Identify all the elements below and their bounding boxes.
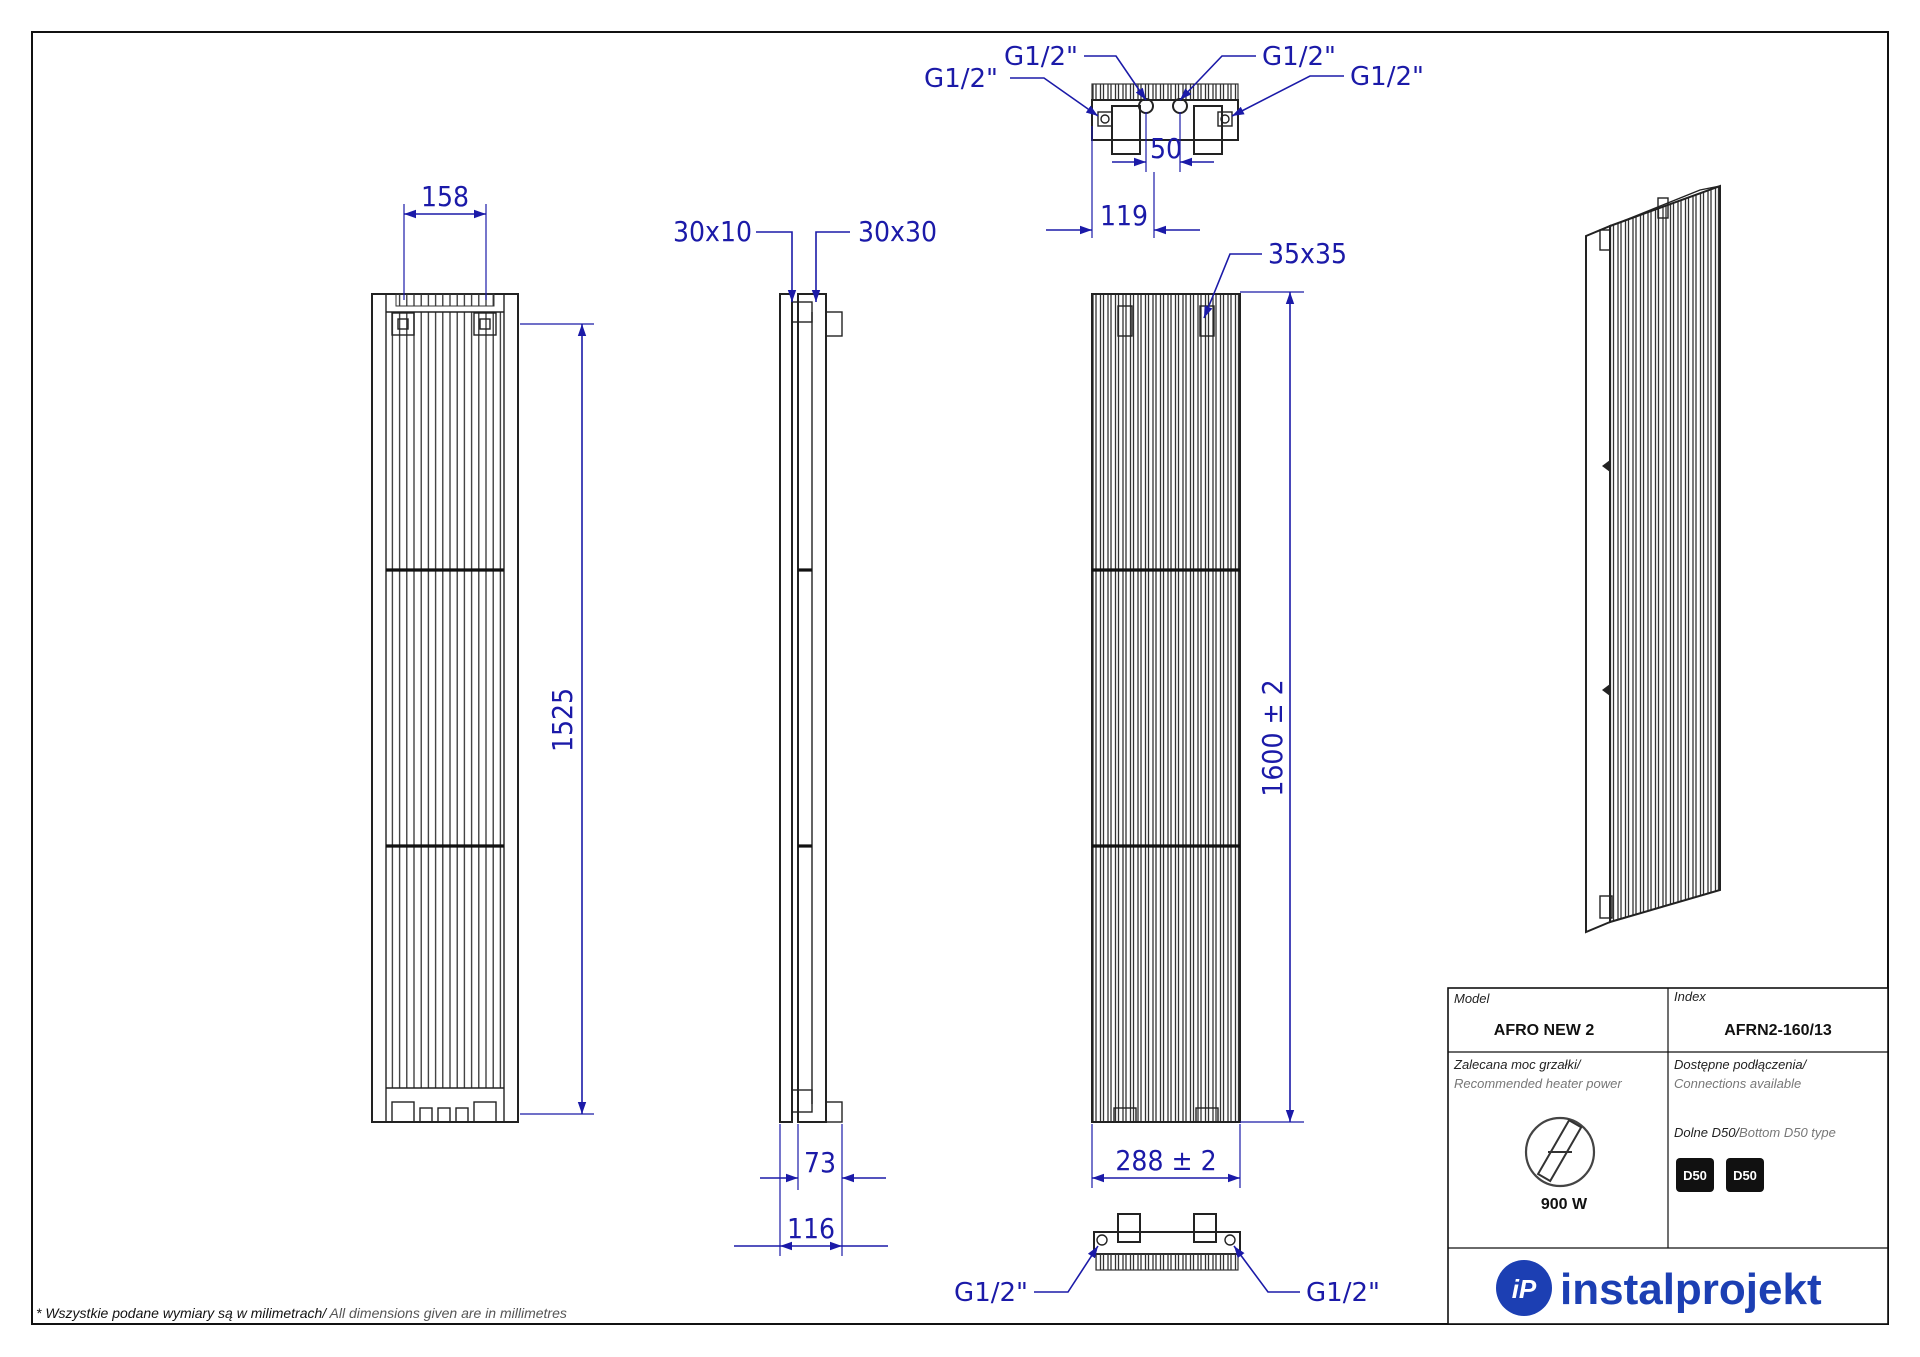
top-outer-left-connection-label: G1/2" bbox=[924, 64, 998, 94]
top-inner-right-connection-label: G1/2" bbox=[1262, 42, 1336, 72]
side-profile-callouts: 30x10 30x30 bbox=[673, 215, 937, 302]
units-footnote: * Wszystkie podane wymiary są w milimetr… bbox=[36, 1305, 567, 1321]
front-width-label: 158 bbox=[421, 180, 469, 213]
rear-profile-label: 35x35 bbox=[1268, 237, 1347, 270]
front-height-label: 1525 bbox=[546, 688, 579, 752]
side-profile-right-label: 30x30 bbox=[858, 215, 937, 248]
connection-type: Dolne D50/Bottom D50 type bbox=[1674, 1125, 1836, 1140]
bottom-right-connection-label: G1/2" bbox=[1306, 1278, 1380, 1308]
connections-caption-en: Connections available bbox=[1674, 1076, 1801, 1091]
top-centers-label: 50 bbox=[1150, 132, 1182, 165]
bottom-view bbox=[1093, 1213, 1241, 1271]
isometric-view bbox=[1585, 184, 1721, 934]
rear-width-label: 288 ± 2 bbox=[1115, 1144, 1216, 1177]
bottom-left-connection-label: G1/2" bbox=[954, 1278, 1028, 1308]
front-view bbox=[371, 293, 519, 1123]
heater-icon bbox=[1524, 1116, 1596, 1188]
d50-badge-1-label: D50 bbox=[1683, 1168, 1707, 1183]
top-view-dimensions: 50 119 bbox=[1046, 112, 1214, 238]
bottom-view-callouts: G1/2" G1/2" bbox=[954, 1245, 1380, 1308]
brand-name: instalprojekt bbox=[1560, 1265, 1822, 1314]
title-block: Model AFRO NEW 2 Index AFRN2-160/13 Zale… bbox=[1447, 987, 1889, 1325]
instalprojekt-logo: iP instalprojekt bbox=[1496, 1260, 1822, 1316]
index-caption: Index bbox=[1674, 989, 1706, 1004]
top-inner-left-connection-label: G1/2" bbox=[1004, 42, 1078, 72]
model-value: AFRO NEW 2 bbox=[1494, 1022, 1595, 1039]
side-depth-dimensions: 73 116 bbox=[734, 1124, 888, 1256]
top-outer-right-connection-label: G1/2" bbox=[1350, 62, 1424, 92]
side-view bbox=[779, 293, 843, 1123]
connections-caption-pl: Dostępne podłączenia/ bbox=[1674, 1057, 1808, 1072]
front-width-dimension: 158 bbox=[403, 180, 487, 300]
brand-mark: iP bbox=[1512, 1274, 1537, 1304]
rear-profile-callout: 35x35 bbox=[1203, 237, 1347, 319]
power-value: 900 W bbox=[1541, 1196, 1588, 1213]
drawing-frame bbox=[31, 31, 1889, 1325]
top-offset-label: 119 bbox=[1100, 199, 1148, 232]
d50-badge-2: D50 bbox=[1726, 1158, 1764, 1192]
side-depth-inner-label: 73 bbox=[804, 1146, 836, 1179]
rear-height-label: 1600 ± 2 bbox=[1256, 679, 1289, 796]
d50-badge-1: D50 bbox=[1676, 1158, 1714, 1192]
model-caption: Model bbox=[1454, 991, 1491, 1006]
top-view-callouts: G1/2" G1/2" G1/2" G1/2" bbox=[924, 42, 1424, 117]
power-caption-en: Recommended heater power bbox=[1454, 1076, 1622, 1091]
side-profile-left-label: 30x10 bbox=[673, 215, 752, 248]
front-height-dimension: 1525 bbox=[520, 323, 594, 1115]
power-caption-pl: Zalecana moc grzałki/ bbox=[1453, 1057, 1582, 1072]
rear-height-dimension: 1600 ± 2 bbox=[1240, 291, 1304, 1123]
side-depth-outer-label: 116 bbox=[787, 1212, 835, 1245]
d50-badge-2-label: D50 bbox=[1733, 1168, 1757, 1183]
rear-view bbox=[1091, 293, 1241, 1123]
rear-width-dimension: 288 ± 2 bbox=[1091, 1124, 1241, 1188]
index-value: AFRN2-160/13 bbox=[1724, 1022, 1832, 1039]
